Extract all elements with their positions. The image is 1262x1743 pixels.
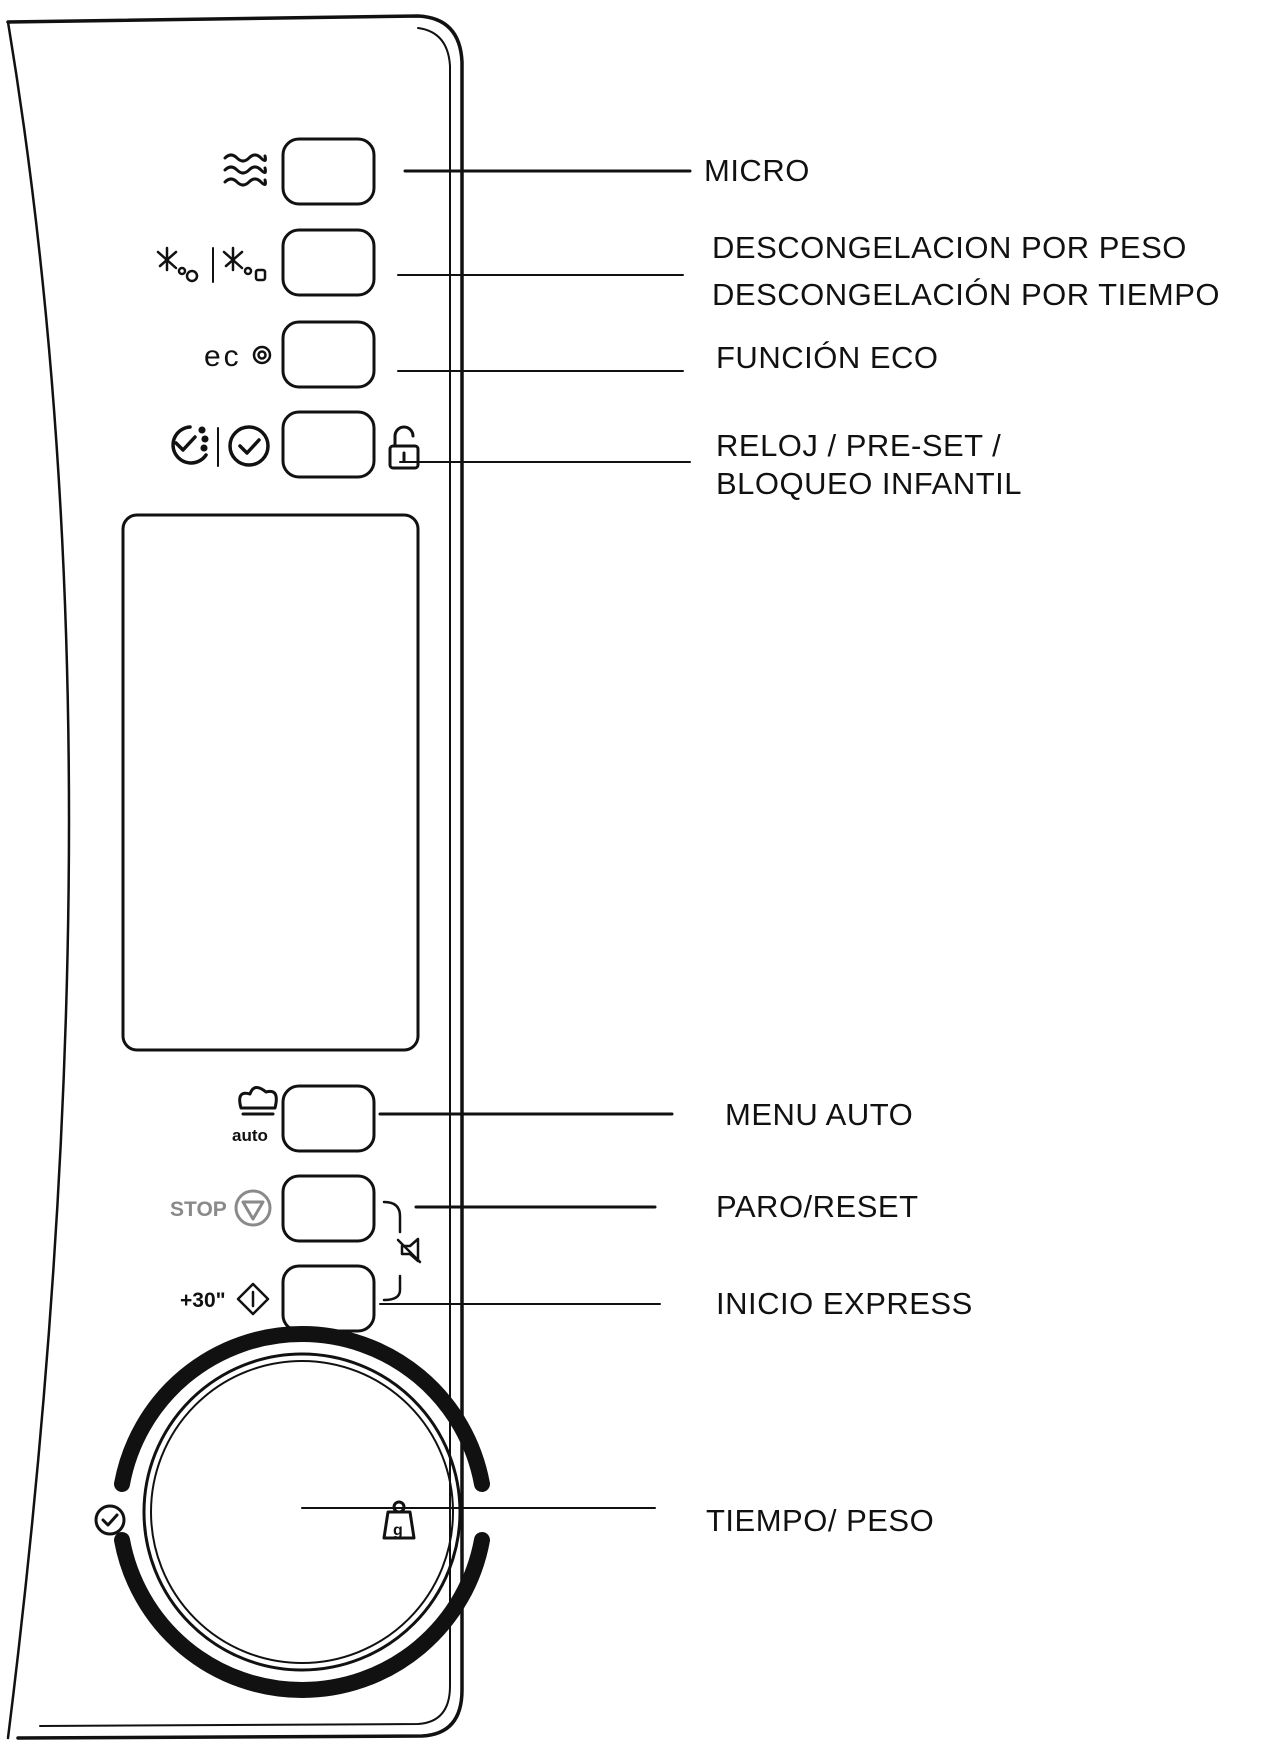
defrost-button[interactable] (281, 228, 376, 297)
stop-start-bracket (382, 1200, 402, 1302)
start-icon (236, 1282, 270, 1316)
eco-icon (252, 345, 272, 365)
callout-defrost-time: DESCONGELACIÓN POR TIEMPO (712, 277, 1221, 312)
time-weight-dial[interactable] (114, 1326, 490, 1698)
plus30-label: +30" (180, 1289, 226, 1312)
eco-label: ec (204, 340, 242, 373)
padlock-icon (388, 425, 420, 470)
callout-micro: MICRO (704, 153, 810, 188)
stop-label: STOP (170, 1198, 227, 1221)
start-button[interactable] (281, 1264, 376, 1333)
weight-icon (382, 1500, 416, 1540)
panel-inner-edge (39, 27, 451, 1727)
callout-dial: TIEMPO/ PESO (706, 1503, 935, 1538)
auto-label: auto (232, 1126, 268, 1145)
display-window (121, 513, 420, 1052)
clock-icon (94, 1504, 126, 1536)
panel-left-curve (6, 20, 71, 1740)
stop-icon (234, 1189, 272, 1227)
callout-start-express: INICIO EXPRESS (716, 1286, 973, 1321)
clock-button[interactable] (281, 410, 376, 479)
panel-outline (6, 14, 464, 1740)
defrost-weight-time-icon (156, 246, 267, 283)
clock-preset-icon (171, 425, 270, 467)
callout-stop-reset: PARO/RESET (716, 1189, 919, 1224)
chef-hat-icon (238, 1086, 278, 1116)
callout-clock-line1: RELOJ / PRE-SET / (716, 428, 1002, 463)
callout-eco: FUNCIÓN ECO (716, 340, 939, 375)
no-sound-icon (396, 1237, 422, 1264)
weight-icon-glyph: g (393, 1522, 403, 1539)
microwave-waves-icon (223, 153, 267, 187)
callout-menu-auto: MENU AUTO (725, 1097, 914, 1132)
callout-defrost-weight: DESCONGELACION POR PESO (712, 230, 1187, 265)
menu-auto-button[interactable] (281, 1084, 376, 1153)
callout-clock-line2: BLOQUEO INFANTIL (716, 466, 1023, 501)
eco-button[interactable] (281, 320, 376, 389)
micro-button[interactable] (281, 137, 376, 206)
stop-button[interactable] (281, 1174, 376, 1243)
